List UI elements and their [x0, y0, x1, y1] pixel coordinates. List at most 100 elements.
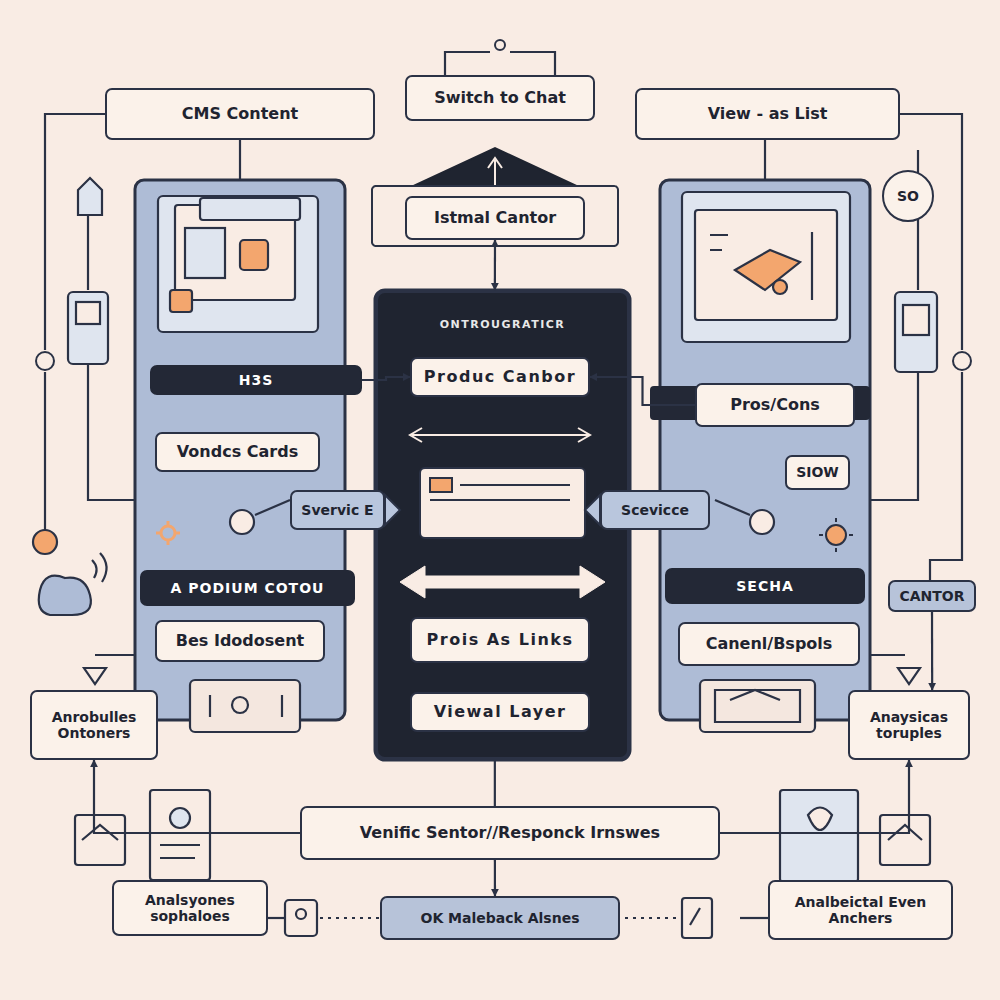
connector — [94, 760, 300, 833]
process-box: Anrobulles Ontoners — [30, 690, 158, 760]
node-text: Pros/Cons — [730, 396, 820, 414]
card-illustration — [420, 468, 585, 538]
screen-illustration — [773, 280, 787, 294]
image-panel — [190, 680, 815, 732]
node-text: Svervic E — [301, 502, 373, 518]
header-band: H3S — [150, 365, 362, 395]
process-box: Venific Sentor//Responck Irnswes — [300, 806, 720, 860]
header-band: SECHA — [665, 568, 865, 604]
side-icon — [78, 178, 102, 215]
document-icon — [682, 898, 712, 938]
process-box: Switch to Chat — [405, 75, 595, 121]
process-box: Pros/Cons — [695, 383, 855, 427]
tab-pointer — [385, 495, 400, 525]
node-text: Switch to Chat — [434, 89, 566, 107]
tag-box: SIOW — [785, 455, 850, 490]
image-panel — [210, 695, 282, 717]
node-text: Produc Canbor — [424, 368, 576, 386]
junction-dot — [953, 352, 971, 370]
wire — [320, 917, 380, 919]
node-text: Anaysicas toruples — [856, 709, 962, 741]
process-box: View - as List — [635, 88, 900, 140]
process-box: Prois As Links — [410, 617, 590, 663]
junction-dot — [495, 40, 505, 50]
orchestrator-panel: ONTROUGRATICRProduc CanborProis As Links… — [375, 290, 630, 760]
node-text: SIOW — [796, 464, 839, 480]
process-box: Analbeictal Even Anchers — [768, 880, 953, 940]
process-box: Anaysicas toruples — [848, 690, 970, 760]
gear-symbol — [156, 521, 180, 545]
process-box: Bes Idodosent — [155, 620, 325, 662]
side-panel — [135, 180, 345, 720]
image-panel — [190, 680, 300, 732]
card-illustration — [430, 485, 570, 500]
wide-arrow — [400, 566, 605, 598]
person-icon — [33, 530, 107, 615]
document-icon — [888, 825, 922, 840]
node-text: View - as List — [708, 105, 828, 123]
document-icon — [285, 900, 317, 936]
wire — [930, 372, 962, 580]
node-text: CANTOR — [899, 588, 964, 604]
node-text: SECHA — [736, 578, 793, 594]
screen-illustration — [158, 196, 318, 332]
roof-shape — [405, 148, 585, 190]
center-panel-fill — [375, 290, 630, 760]
document-icon — [780, 790, 858, 882]
service-tab: Scevicce — [600, 490, 710, 530]
screen-illustration — [695, 210, 837, 320]
tab-pointer — [585, 495, 600, 525]
card-illustration — [430, 478, 452, 492]
wire — [268, 917, 285, 919]
wire — [510, 52, 555, 75]
sun-symbol — [826, 525, 846, 545]
wire — [764, 140, 766, 180]
wire — [88, 365, 135, 500]
wire — [625, 917, 680, 919]
connector — [494, 860, 496, 896]
node-text: Canenl/Bspols — [706, 635, 833, 653]
document-icon — [296, 909, 306, 919]
node-text: Viewal Layer — [434, 703, 567, 721]
document-icon — [880, 815, 930, 865]
side-icon — [903, 305, 929, 335]
process-box: Istmal Cantor — [405, 196, 585, 240]
junction-dot — [36, 40, 971, 370]
screen-illustration — [200, 198, 300, 220]
double-arrow — [470, 434, 535, 436]
image-panel — [715, 690, 800, 722]
card-illustration — [420, 468, 585, 538]
screen-illustration — [240, 240, 268, 270]
process-box: CMS Content — [105, 88, 375, 140]
process-box: Viewal Layer — [410, 692, 590, 732]
wire — [45, 114, 105, 350]
process-box: Canenl/Bspols — [678, 622, 860, 666]
node-text: H3S — [239, 372, 274, 388]
screen-illustration — [185, 228, 225, 278]
image-panel — [700, 680, 815, 732]
node-text: Istmal Cantor — [434, 209, 556, 227]
junction-dot — [36, 352, 54, 370]
roof-shape — [372, 148, 618, 246]
person-icon — [92, 553, 107, 582]
center-panel-fill — [375, 290, 630, 760]
screen-illustration — [158, 192, 850, 342]
node-text: Anrobulles Ontoners — [38, 709, 150, 741]
service-tab: Svervic E — [290, 490, 385, 530]
node-text: Analbeictal Even Anchers — [776, 894, 945, 926]
roof-shape — [372, 186, 618, 246]
double-arrow — [410, 428, 590, 442]
double-arrow — [410, 428, 590, 442]
wire — [870, 654, 905, 656]
process-box: Vondcs Cards — [155, 432, 320, 472]
wire — [239, 140, 241, 180]
connector — [494, 240, 496, 290]
header-band: A PODIUM COTOU — [140, 570, 355, 606]
side-icon — [68, 292, 108, 364]
node-text: A PODIUM COTOU — [171, 580, 325, 596]
process-box: OK Maleback Alsnes — [380, 896, 620, 940]
node-text: Scevicce — [621, 502, 689, 518]
wire — [740, 917, 768, 919]
document-icon — [150, 790, 210, 880]
